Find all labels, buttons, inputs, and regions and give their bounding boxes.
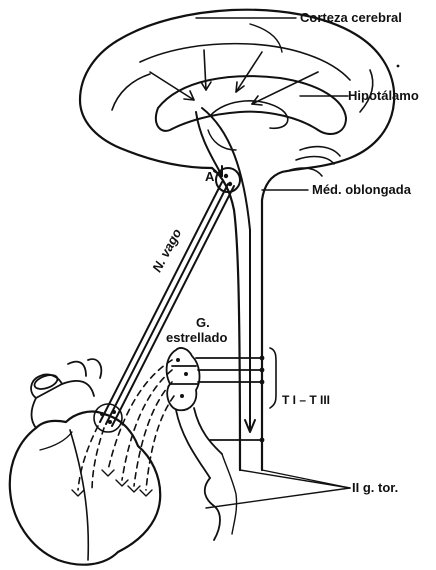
label-punto-a: A [205,170,214,183]
label-medula-oblongada: Méd. oblongada [312,183,411,196]
brain-gyrus [112,74,150,110]
segment-bracket [270,348,276,408]
heart-groove [40,432,72,450]
pointer-lines [196,18,350,508]
brainstem-front [212,168,240,470]
cerebellum [290,147,340,176]
sympathetic-chain-outline [222,454,237,534]
label-corteza-cerebral: Corteza cerebral [300,11,402,24]
label-hipotalamo: Hipotálamo [348,89,419,102]
great-vessels [31,359,101,428]
label-ganglio-estrellado: estrellado [166,331,227,344]
sympathetic-chain [205,478,220,540]
brain-gyrus [140,44,350,80]
brain-gyrus [250,24,282,52]
corpus-callosum [156,76,346,134]
label-ganglios-toracicos: II g. tor. [352,481,398,494]
spinal-preganglionic-fibers [196,356,264,443]
stellate-ganglion [167,348,222,478]
label-ganglio-g: G. [196,316,210,329]
label-segmentos-toracicos: T I – T III [282,394,330,406]
